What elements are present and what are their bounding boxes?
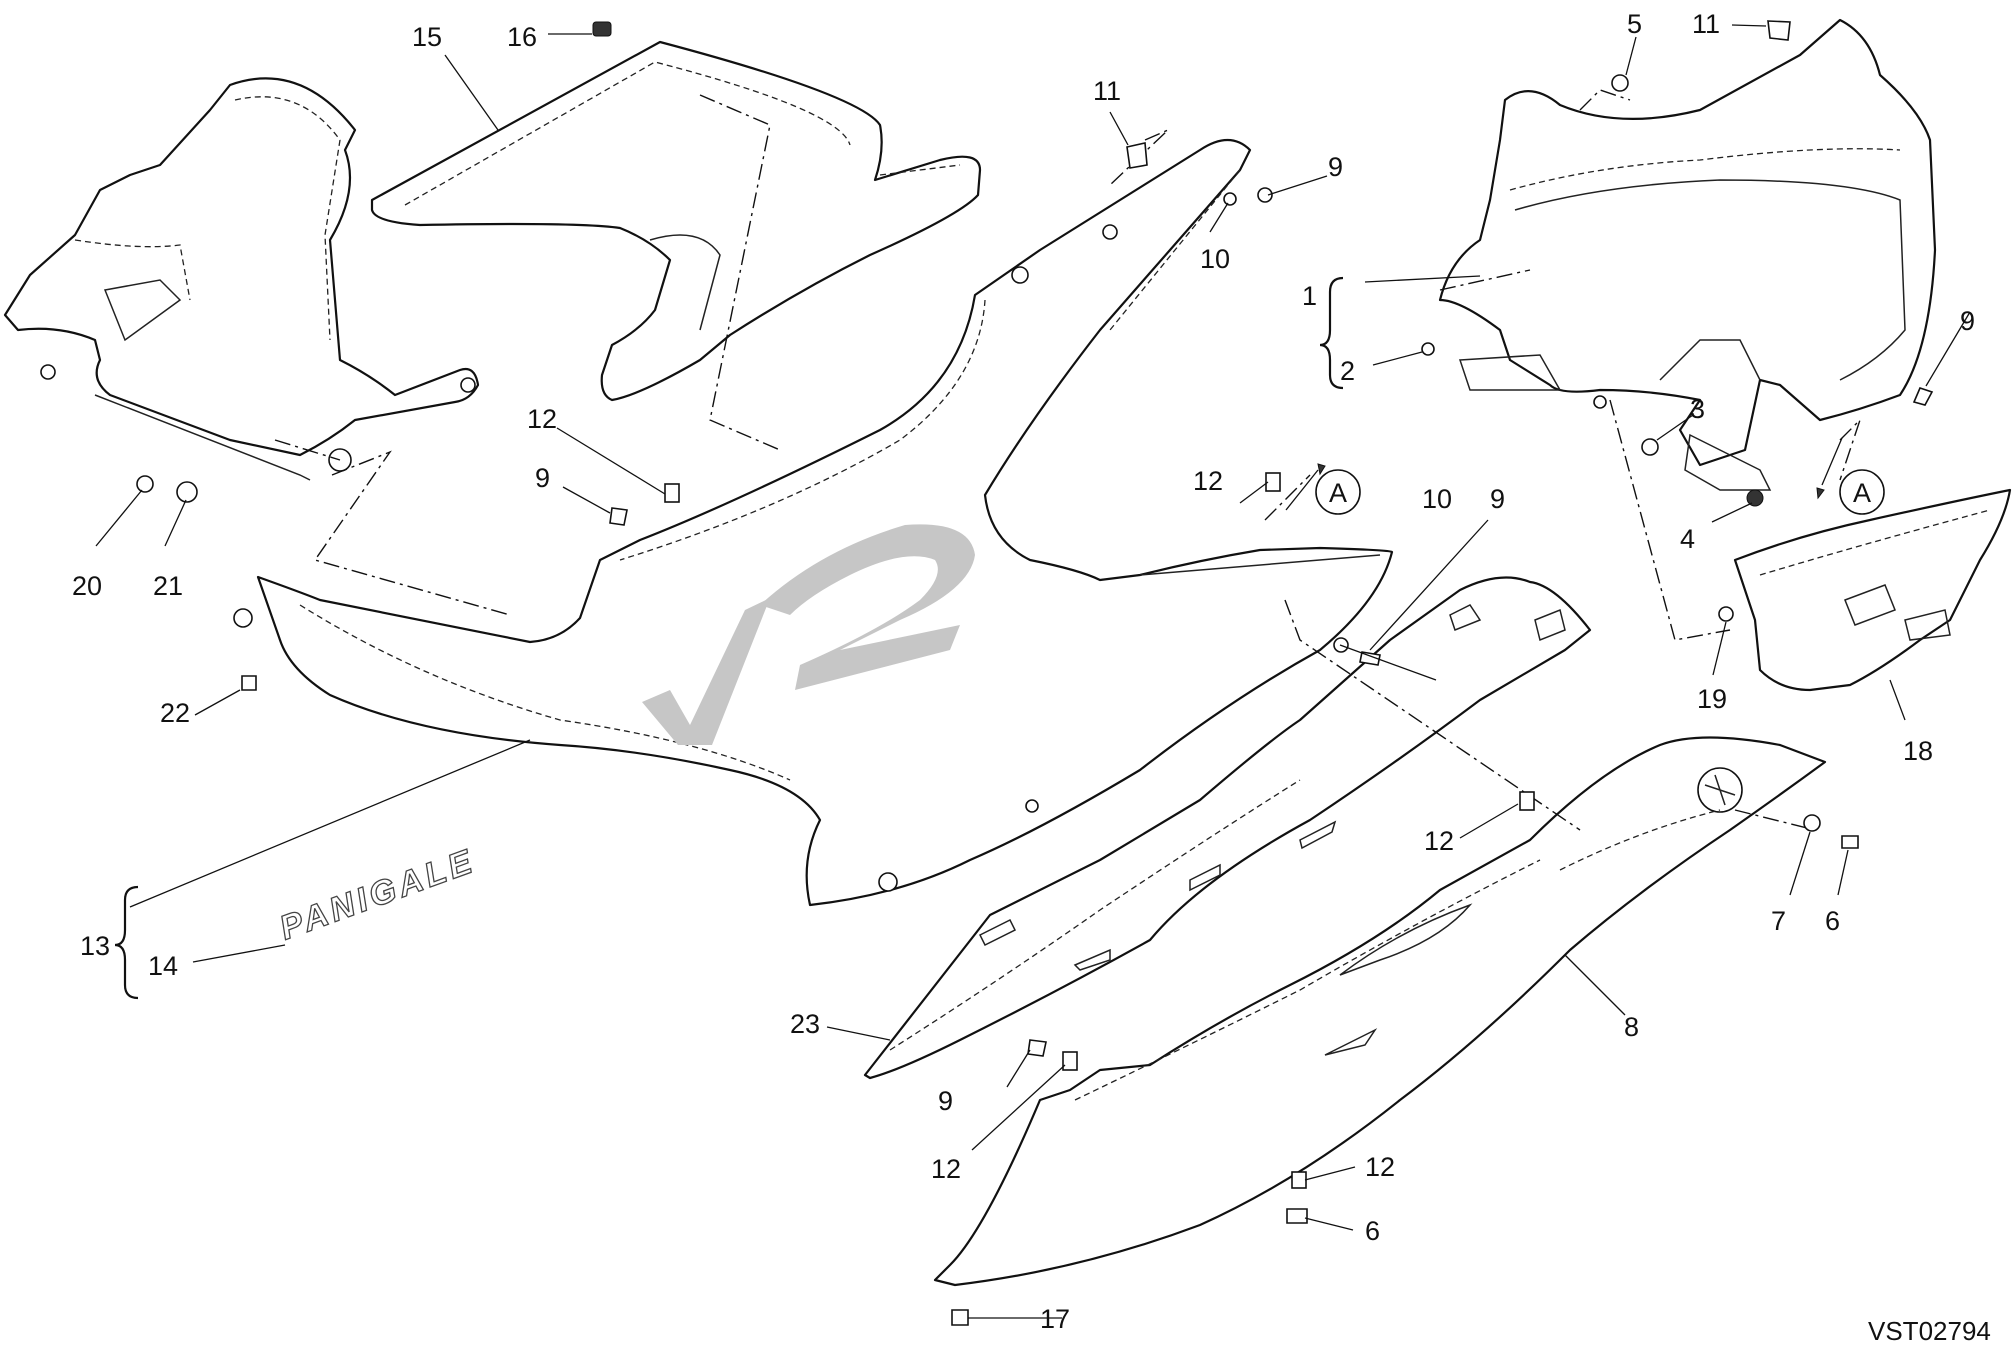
- view-reference-a-top: A: [1285, 463, 1361, 515]
- view-reference-a-right: A: [1816, 437, 1885, 515]
- callout-9-bottom: 9: [938, 1086, 953, 1116]
- assembly-lines: [274, 89, 1861, 831]
- callout-12-bottom-left: 12: [931, 1154, 961, 1184]
- view-ref-label: A: [1329, 478, 1347, 508]
- part-1-right-panel: [1438, 18, 1937, 491]
- callout-12-lower-mid: 12: [1424, 826, 1454, 856]
- callout-18: 18: [1903, 736, 1933, 766]
- callout-11-right: 11: [1692, 9, 1720, 39]
- panigale-decal: PANIGALE: [274, 841, 481, 948]
- callout-4: 4: [1680, 524, 1695, 554]
- callout-21: 21: [153, 571, 183, 601]
- callout-9-left: 9: [535, 463, 550, 493]
- callout-10-mid: 10: [1422, 484, 1452, 514]
- callout-22: 22: [160, 698, 190, 728]
- callout-1: 1: [1302, 281, 1317, 311]
- callout-15: 15: [412, 22, 442, 52]
- callout-13: 13: [80, 931, 110, 961]
- callout-23: 23: [790, 1009, 820, 1039]
- view-ref-label: A: [1853, 478, 1871, 508]
- left-inner-duct: [3, 77, 480, 481]
- callout-8: 8: [1624, 1012, 1639, 1042]
- part-15-tank-cover: [370, 40, 982, 402]
- callout-6-bottom: 6: [1365, 1216, 1380, 1246]
- callout-12-left: 12: [527, 404, 557, 434]
- v2-logo: [642, 524, 975, 745]
- brace-part-13: [114, 885, 139, 1000]
- callout-11: 11: [1093, 76, 1121, 106]
- callout-6-right: 6: [1825, 906, 1840, 936]
- callout-12-mid: 12: [1193, 466, 1223, 496]
- callout-10: 10: [1200, 244, 1230, 274]
- callout-12-bottom: 12: [1365, 1152, 1395, 1182]
- main-fairing-panel: [256, 138, 1394, 907]
- callout-17: 17: [1040, 1304, 1070, 1334]
- callout-19: 19: [1697, 684, 1727, 714]
- callout-7: 7: [1771, 906, 1786, 936]
- callout-2: 2: [1340, 356, 1355, 386]
- callout-20: 20: [72, 571, 102, 601]
- callout-9-right: 9: [1960, 306, 1975, 336]
- callout-3: 3: [1690, 394, 1705, 424]
- leader-lines: [95, 24, 1971, 1319]
- hardware: [136, 20, 1934, 1326]
- callout-9-mid: 9: [1490, 484, 1505, 514]
- callout-9: 9: [1328, 152, 1343, 182]
- part-18-small-cover: [1733, 488, 2012, 692]
- document-code: VST02794: [1868, 1316, 1991, 1346]
- callout-16: 16: [507, 22, 537, 52]
- callout-5: 5: [1627, 9, 1642, 39]
- brace-part-1: [1319, 276, 1344, 390]
- panigale-decal-text: PANIGALE: [275, 842, 481, 948]
- callout-14: 14: [148, 951, 178, 981]
- callout-labels: 15 16 11 9 10 5 11 1 2 3 4 9 19 18 7 6 8…: [72, 9, 1975, 1334]
- part-23-lower-inner-panel: [863, 576, 1592, 1080]
- part-8-lower-fairing: [933, 736, 1827, 1287]
